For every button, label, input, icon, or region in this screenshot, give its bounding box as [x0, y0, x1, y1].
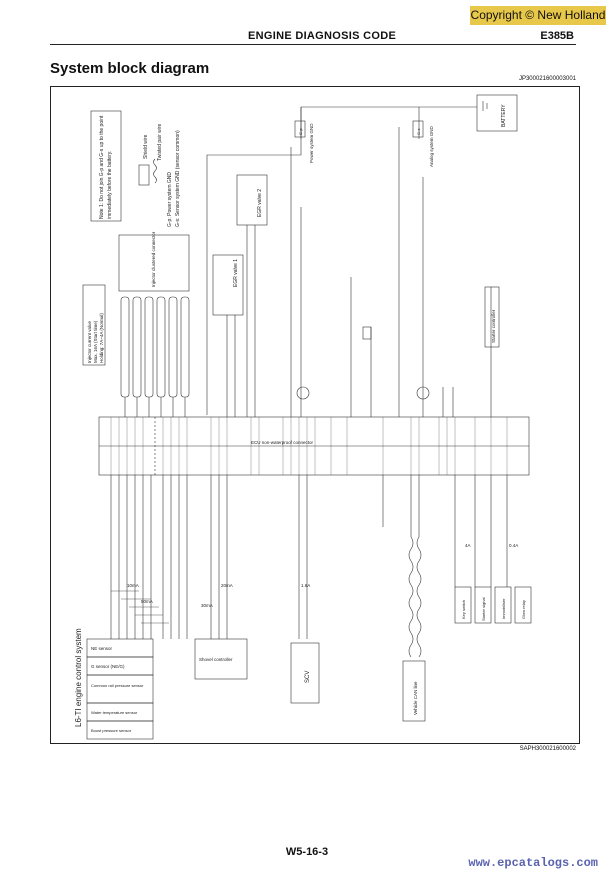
shovel-controller-label: Shovel controller	[199, 657, 233, 662]
note-2-text: immediately before the battery.	[107, 151, 113, 219]
scv-label: SCV	[305, 671, 311, 683]
right-controllers: Key switch Starter signal Immobiliser Gl…	[454, 586, 532, 624]
header-rule	[50, 44, 576, 45]
current-label-4a: 4A	[465, 543, 471, 548]
sensor-column: NE sensor G sensor (NE/G) Common rail pr…	[86, 638, 154, 740]
injector-connector-label: Injector clustered connector	[151, 231, 156, 287]
dimension-lines	[111, 590, 169, 624]
shield-label: Shield wire	[143, 134, 149, 159]
website-watermark[interactable]: www.epcatalogs.com	[468, 856, 598, 870]
starter-signal-label: Starter signal	[481, 597, 486, 621]
power-gnd-label: Power system GND	[309, 123, 314, 163]
injector-line1: Max. 16A (Start time)	[93, 320, 98, 363]
gs-box-label: G-s	[416, 129, 421, 135]
injector-current-note: Injector current value Max. 16A (Start t…	[82, 284, 106, 366]
scv-box: SCV	[290, 642, 320, 704]
twisted-label: Twisted pair wire	[157, 124, 163, 161]
gs-legend: G-s: Sensor system GND (sensor common)	[175, 130, 181, 227]
diagram-frame: Note 1: Do not join G-p and G-s up to th…	[50, 86, 580, 744]
document-header-title: ENGINE DIAGNOSIS CODE	[248, 30, 397, 42]
ecu-block: ECU non-waterproof connector	[98, 416, 530, 476]
sensor-pim-label: Boost pressure sensor	[91, 728, 132, 733]
egr2-label: EGR valve 2	[257, 189, 263, 217]
sensor-thw-label: Water temperature sensor	[91, 710, 138, 715]
sensor-pfuel-label: Common rail pressure sensor	[91, 683, 144, 688]
copyright-banner: Copyright © New Holland	[470, 6, 606, 25]
ecu-pin-ticks	[110, 417, 508, 475]
section-title: System block diagram	[50, 60, 210, 77]
figure-code-top: JP300021600003001	[518, 76, 576, 82]
vehicle-can-twist	[408, 536, 422, 658]
battery-label: BATTERY	[501, 104, 507, 127]
shovel-controller: Shovel controller	[194, 638, 248, 680]
gp-box-label: G-p	[298, 128, 303, 135]
starter-controller: Starter controller	[484, 286, 500, 348]
ecu-wires-upper	[124, 127, 492, 417]
vehicle-can-box: Vehicle CAN line	[402, 660, 426, 722]
figure-code-bottom: SAPH300021600002	[519, 746, 576, 752]
starter-controller-label: Starter controller	[491, 309, 496, 343]
current-label-04a: 0.4A	[509, 543, 518, 548]
vehicle-can-label: Vehicle CAN line	[413, 681, 418, 715]
current-label-16a: 1.6A	[301, 583, 310, 588]
page-number: W5-16-3	[285, 846, 329, 858]
current-label-20ma: 20mA	[221, 583, 233, 588]
sensor-g-label: G sensor (NE/G)	[91, 664, 125, 669]
injector-coils	[120, 296, 190, 398]
egr-valve-2: EGR valve 2	[236, 174, 268, 226]
injector-title: Injector current value	[87, 320, 92, 363]
current-label-30ma: 30mA	[201, 603, 213, 608]
sensor-ne-label: NE sensor	[91, 646, 113, 651]
egr1-label: EGR valve 1	[233, 259, 239, 287]
gp-legend: G-p: Power system GND	[167, 172, 173, 227]
key-switch-label: Key switch	[461, 600, 466, 619]
injector-line2: Holding: 7A~4A (Normal)	[99, 313, 104, 363]
top-wire-1	[206, 106, 477, 415]
model-code: E385B	[540, 30, 574, 42]
immobiliser-label: Immobiliser	[501, 598, 506, 619]
current-label-10ma: 10mA	[127, 583, 139, 588]
ecu-wires-lower	[110, 475, 508, 639]
ecu-connector-label: ECU non-waterproof connector	[251, 440, 314, 445]
legend: Shield wire Twisted pair wire G-p: Power…	[138, 124, 181, 227]
analog-gnd-label: Analog system GND	[429, 125, 434, 167]
injector-connector: Injector clustered connector	[118, 231, 190, 398]
glow-relay-label: Glow relay	[521, 600, 526, 619]
egr-valve-1: EGR valve 1	[212, 254, 244, 316]
notes-box: Note 1: Do not join G-p and G-s up to th…	[90, 110, 122, 222]
battery: BATTERY	[476, 94, 518, 132]
current-label-50ma: 50mA	[141, 599, 153, 604]
system-block-diagram: Note 1: Do not join G-p and G-s up to th…	[74, 94, 532, 740]
note-1-text: Note 1: Do not join G-p and G-s up to th…	[99, 115, 105, 219]
system-label: L6-TI engine control system	[74, 628, 83, 727]
